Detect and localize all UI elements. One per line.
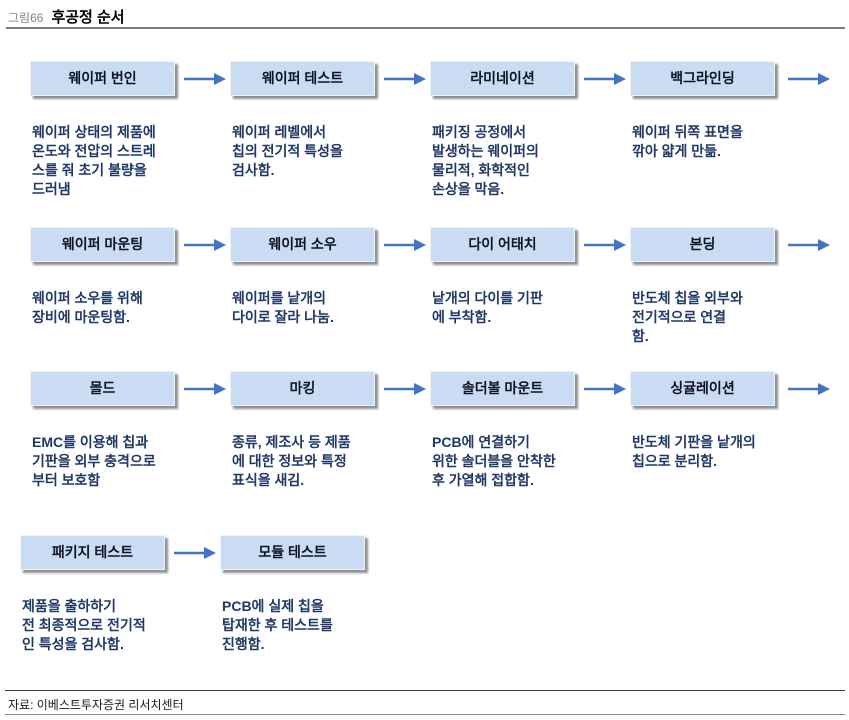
step-title: 웨이퍼 마운팅 (61, 236, 144, 252)
step-box: 몰드 (30, 371, 175, 406)
step-desc: 낱개의 다이를 기판 에 부착함. (432, 290, 543, 325)
footer-divider-top (5, 690, 845, 691)
step-desc: 종류, 제조사 등 제품 에 대한 정보와 특정 표식을 새김. (232, 434, 351, 488)
step-title: 라미네이션 (470, 70, 535, 86)
step-title: 본딩 (689, 236, 716, 252)
step-title: 모듈 테스트 (258, 544, 327, 560)
arrow-right-icon (584, 383, 626, 395)
step-title: 마킹 (289, 380, 316, 396)
flow-row-1: 웨이퍼 번인 웨이퍼 상태의 제품에 온도와 전압의 스트레 스를 줘 초기 불… (0, 61, 849, 221)
arrow-right-icon (384, 383, 426, 395)
arrow-right-icon (788, 239, 830, 251)
arrow-right-icon (584, 239, 626, 251)
footer-divider-bottom (5, 714, 845, 715)
step-box: 솔더볼 마운트 (430, 371, 575, 406)
source-note: 자료: 이베스트투자증권 리서치센터 (8, 698, 184, 712)
step-desc: 웨이퍼 상태의 제품에 온도와 전압의 스트레 스를 줘 초기 불량을 드러냄 (32, 124, 156, 197)
arrow-right-icon (184, 383, 226, 395)
step-box: 모듈 테스트 (220, 535, 365, 570)
arrow-right-icon (584, 73, 626, 85)
step-box: 백그라인딩 (630, 61, 775, 96)
step-title: 백그라인딩 (670, 70, 735, 86)
step-desc: PCB에 실제 칩을 탑재한 후 테스트를 진행함. (222, 598, 333, 652)
step-desc: 제품을 출하하기 전 최종적으로 전기적 인 특성을 검사함. (22, 598, 146, 652)
step-title: 웨이퍼 테스트 (261, 70, 344, 86)
arrow-right-icon (184, 239, 226, 251)
step-desc: 반도체 기판을 낱개의 칩으로 분리함. (632, 434, 756, 469)
step-title: 웨이퍼 번인 (68, 70, 137, 86)
step-desc: 반도체 칩을 외부와 전기적으로 연결 함. (632, 290, 743, 344)
step-title: 웨이퍼 소우 (268, 236, 337, 252)
header-divider (6, 27, 845, 29)
flow-row-4: 패키지 테스트 제품을 출하하기 전 최종적으로 전기적 인 특성을 검사함. … (0, 535, 849, 695)
step-title: 몰드 (89, 380, 116, 396)
step-box: 패키지 테스트 (20, 535, 165, 570)
flow-row-3: 몰드 EMC를 이용해 칩과 기판을 외부 충격으로 부터 보호함 마킹 종류,… (0, 371, 849, 531)
figure-number: 그림66 (8, 11, 44, 25)
step-desc: EMC를 이용해 칩과 기판을 외부 충격으로 부터 보호함 (32, 434, 156, 488)
step-title: 솔더볼 마운트 (461, 380, 544, 396)
step-title: 패키지 테스트 (51, 544, 134, 560)
arrow-right-icon (174, 547, 216, 559)
step-box: 웨이퍼 번인 (30, 61, 175, 96)
step-box: 다이 어태치 (430, 227, 575, 262)
figure-header: 그림66 후공정 순서 (8, 6, 125, 27)
arrow-right-icon (384, 73, 426, 85)
step-desc: 웨이퍼 뒤쪽 표면을 깎아 얇게 만듦. (632, 124, 743, 159)
step-desc: PCB에 연결하기 위한 솔더블을 안착한 후 가열해 접합함. (432, 434, 556, 488)
flow-row-2: 웨이퍼 마운팅 웨이퍼 소우를 위해 장비에 마운팅함. 웨이퍼 소우 웨이퍼를… (0, 227, 849, 387)
step-desc: 웨이퍼를 낱개의 다이로 잘라 나눔. (232, 290, 334, 325)
arrow-right-icon (788, 73, 830, 85)
step-box: 웨이퍼 소우 (230, 227, 375, 262)
step-desc: 웨이퍼 소우를 위해 장비에 마운팅함. (32, 290, 143, 325)
step-box: 웨이퍼 마운팅 (30, 227, 175, 262)
page-title: 후공정 순서 (51, 9, 125, 26)
step-box: 웨이퍼 테스트 (230, 61, 375, 96)
step-desc: 패키징 공정에서 발생하는 웨이퍼의 물리적, 화학적인 손상을 막음. (432, 124, 539, 197)
step-title: 다이 어태치 (468, 236, 537, 252)
step-box: 싱귤레이션 (630, 371, 775, 406)
step-box: 본딩 (630, 227, 775, 262)
arrow-right-icon (384, 239, 426, 251)
step-desc: 웨이퍼 레벨에서 칩의 전기적 특성을 검사함. (232, 124, 343, 178)
step-box: 마킹 (230, 371, 375, 406)
step-box: 라미네이션 (430, 61, 575, 96)
arrow-right-icon (788, 383, 830, 395)
step-title: 싱귤레이션 (670, 380, 735, 396)
arrow-right-icon (184, 73, 226, 85)
